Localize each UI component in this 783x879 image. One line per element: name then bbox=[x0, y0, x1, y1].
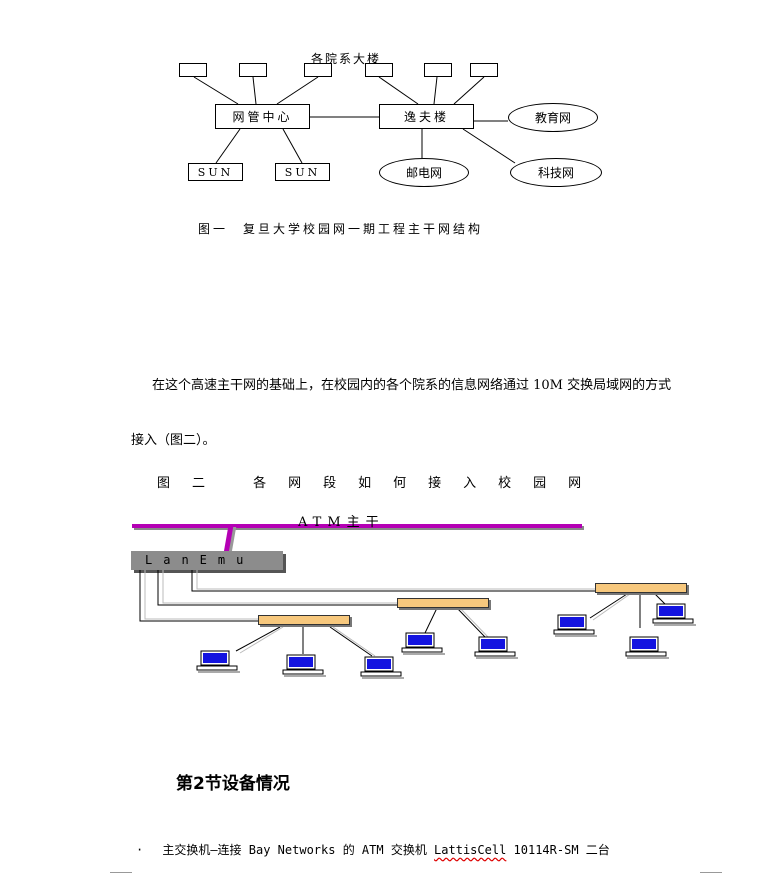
bullet-highlight: LattisCell bbox=[434, 843, 507, 857]
pc-icon bbox=[401, 632, 447, 660]
sun-server-left-label: SUN bbox=[197, 165, 234, 179]
pc-icon bbox=[360, 656, 406, 684]
building-box-4 bbox=[365, 63, 393, 77]
switch-1 bbox=[258, 615, 350, 625]
lan-emu-box: LanEmu bbox=[131, 551, 283, 570]
pc-icon bbox=[625, 636, 671, 664]
page-corner-mark-right bbox=[700, 872, 722, 873]
switch-3 bbox=[595, 583, 687, 593]
pc-icon bbox=[282, 654, 328, 682]
education-network-ellipse: 教育网 bbox=[508, 103, 598, 132]
building-box-3 bbox=[304, 63, 332, 77]
pc-icon bbox=[652, 603, 698, 631]
page-corner-mark-left bbox=[110, 872, 132, 873]
sun-server-left: SUN bbox=[188, 163, 243, 181]
bullet-text-before: 主交换机—连接 Bay Networks 的 ATM 交换机 bbox=[162, 843, 435, 857]
figure2-links bbox=[139, 570, 667, 657]
paragraph-line-1: 在这个高速主干网的基础上，在校园内的各个院系的信息网络通过 10M 交换局域网的… bbox=[152, 378, 672, 393]
sun-server-right: SUN bbox=[275, 163, 330, 181]
atm-backbone-label: ATM主干 bbox=[298, 515, 385, 530]
building-box-5 bbox=[424, 63, 452, 77]
building-label: 各院系大楼 bbox=[311, 52, 382, 66]
network-center-box: 网管中心 bbox=[215, 104, 310, 129]
yifu-building-box: 逸夫楼 bbox=[379, 104, 474, 129]
bullet-item: · 主交换机—连接 Bay Networks 的 ATM 交换机 LattisC… bbox=[136, 839, 610, 858]
paragraph-line-2: 接入（图二）。 bbox=[131, 433, 216, 448]
bullet-symbol: · bbox=[136, 843, 144, 857]
atm-backbone-line bbox=[132, 524, 582, 528]
tech-network-ellipse: 科技网 bbox=[510, 158, 602, 187]
post-network-ellipse: 邮电网 bbox=[379, 158, 469, 187]
figure1-caption: 图一 复旦大学校园网一期工程主干网结构 bbox=[198, 222, 484, 236]
pc-icon bbox=[553, 614, 599, 642]
pc-icon bbox=[474, 636, 520, 664]
tech-network-label: 科技网 bbox=[537, 166, 574, 180]
figure1-connectors bbox=[193, 76, 516, 164]
yifu-building-label: 逸夫楼 bbox=[403, 110, 449, 124]
network-center-label: 网管中心 bbox=[232, 110, 293, 124]
bullet-text-after: 10114R-SM 二台 bbox=[506, 843, 610, 857]
building-box-6 bbox=[470, 63, 498, 77]
building-box-1 bbox=[179, 63, 207, 77]
switch-2 bbox=[397, 598, 489, 608]
education-network-label: 教育网 bbox=[534, 111, 571, 125]
building-box-2 bbox=[239, 63, 267, 77]
post-network-label: 邮电网 bbox=[405, 166, 442, 180]
sun-server-right-label: SUN bbox=[284, 165, 321, 179]
pc-icon bbox=[196, 650, 242, 678]
section-title: 第2节设备情况 bbox=[176, 774, 290, 794]
figure2-caption: 图二 各网段如何接入校园网 bbox=[157, 476, 604, 491]
